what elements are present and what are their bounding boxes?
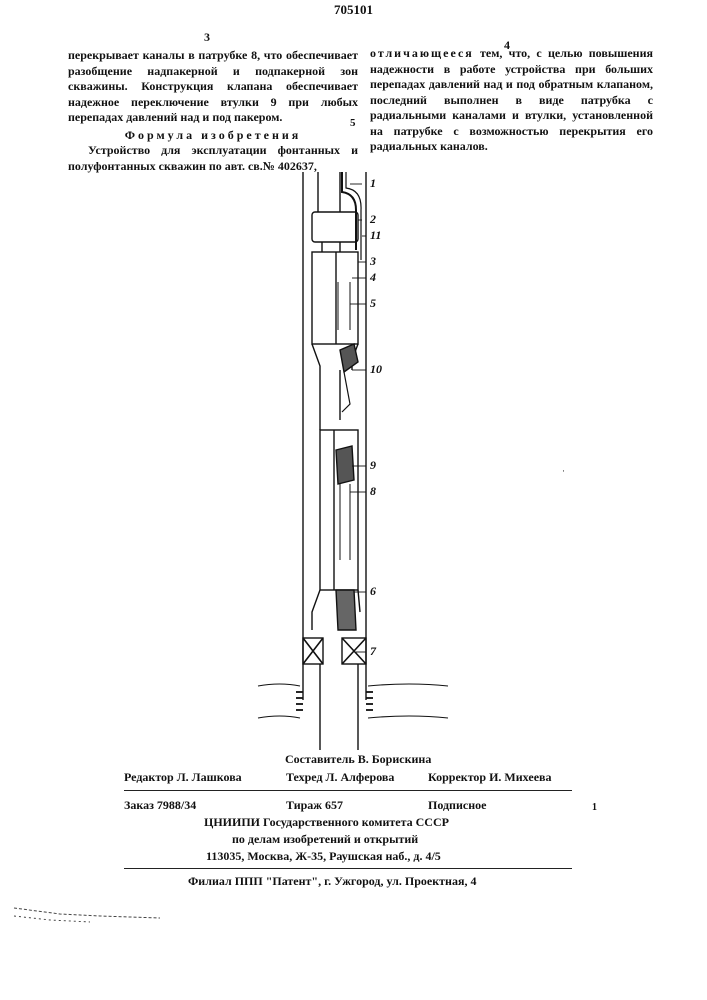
scan-speck: · [562, 466, 565, 476]
